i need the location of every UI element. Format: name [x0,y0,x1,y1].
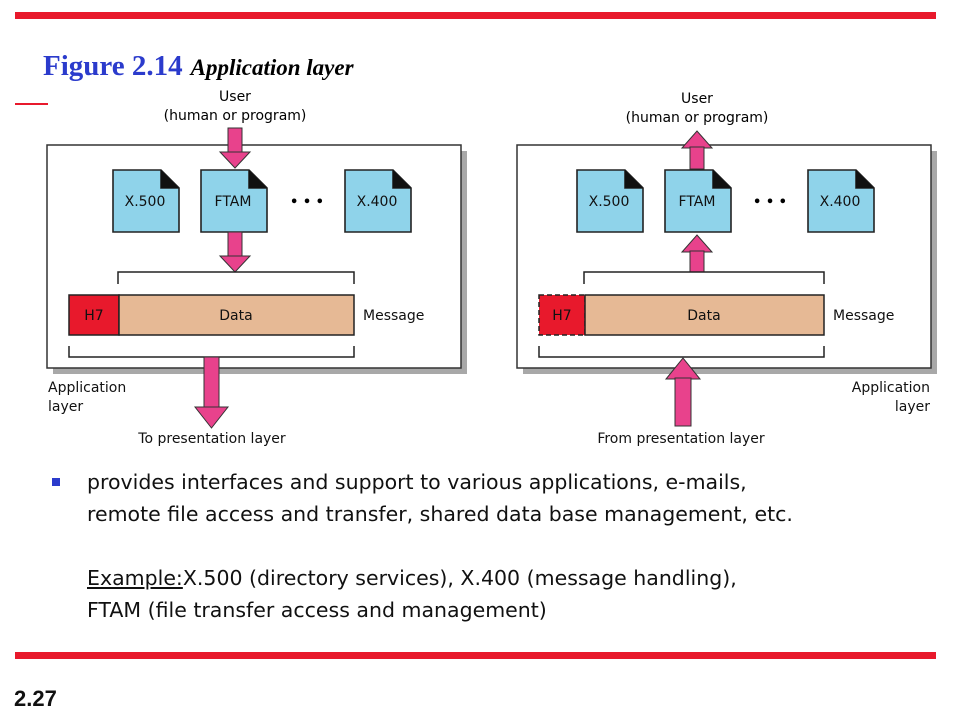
left-h7-label: H7 [84,308,103,324]
right-user-sublabel: (human or program) [626,110,769,126]
left-user-sublabel: (human or program) [164,108,307,124]
right-top-bracket [583,271,825,284]
right-x400-label: X.400 [820,194,861,210]
right-ftam-label: FTAM [679,194,716,210]
right-user-label: User [681,91,713,107]
left-x400-label: X.400 [357,194,398,210]
right-bottom-bracket [538,346,825,358]
left-ellipsis: • • • [290,195,324,210]
example-line-2: FTAM (file transfer access and managemen… [87,598,547,622]
top-rule [15,12,936,19]
title-accent-line [15,103,48,105]
figure-title: Figure 2.14 Application layer [43,50,354,83]
left-h7-header [68,294,120,336]
bottom-rule [15,652,936,659]
slide-number: 2.27 [14,686,57,711]
right-message-label: Message [833,308,894,324]
left-user-label: User [219,89,251,105]
right-x500-box: X.500 [576,169,644,233]
right-x400-box: X.400 [807,169,875,233]
right-bottom-label: From presentation layer [597,431,765,447]
left-user-arrow [218,127,252,169]
right-panel: User (human or program) X.500 FTAM X.400… [516,91,937,447]
example-text-1: X.500 (directory services), X.400 (messa… [182,566,737,590]
right-x500-label: X.500 [589,194,630,210]
example-line-1: Example:X.500 (directory services), X.40… [87,562,917,594]
right-h7-header [538,294,586,336]
left-message-label: Message [363,308,424,324]
right-user-arrow [680,130,714,170]
right-h7-label: H7 [552,308,571,324]
left-layer-label: Application [48,380,126,396]
bullet-marker [52,478,60,486]
right-layer-label: Application [852,380,930,396]
left-bottom-label: To presentation layer [137,431,286,447]
left-panel: User (human or program) X.500 FTAM X.400… [46,89,467,447]
right-layer-sublabel: layer [895,399,930,415]
right-ellipsis: • • • [753,195,787,210]
right-data-label: Data [687,308,720,324]
left-top-bracket [117,271,355,284]
right-presentation-arrow [664,357,702,427]
example-label: Example: [87,566,183,590]
figure-number: Figure 2.14 [43,50,183,82]
right-data-block [584,294,825,336]
bullet-line-2: remote file access and transfer, shared … [87,502,793,526]
description-bullet: provides interfaces and support to vario… [87,466,917,626]
left-presentation-arrow [193,356,230,429]
left-ftam-arrow [218,231,252,273]
left-layer-sublabel: layer [48,399,83,415]
left-data-label: Data [219,308,252,324]
bullet-line-1: provides interfaces and support to vario… [87,470,747,494]
left-ftam-label: FTAM [215,194,252,210]
left-ftam-box: FTAM [200,169,268,233]
left-x500-label: X.500 [125,194,166,210]
left-x400-box: X.400 [344,169,412,233]
right-ftam-arrow [680,234,714,273]
figure-name: Application layer [190,55,354,80]
right-ftam-box: FTAM [664,169,732,233]
application-layer-diagram: User (human or program) X.500 FTAM X.400… [46,89,937,447]
left-data-block [118,294,355,336]
left-x500-box: X.500 [112,169,180,233]
